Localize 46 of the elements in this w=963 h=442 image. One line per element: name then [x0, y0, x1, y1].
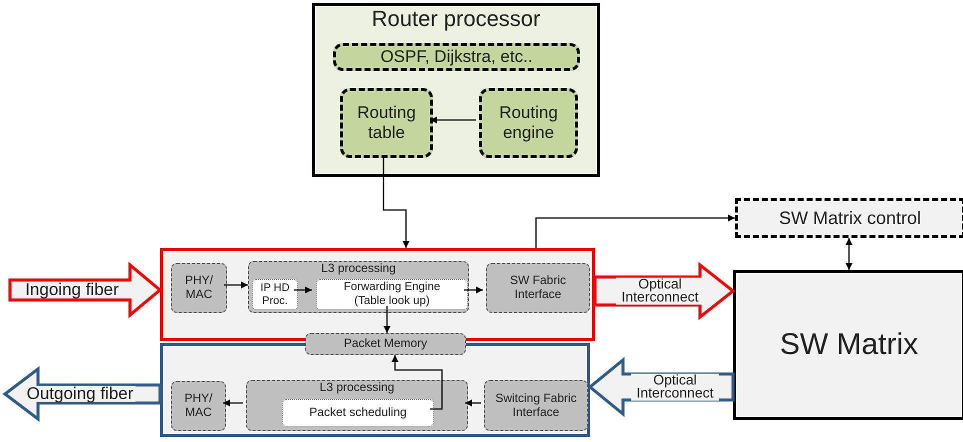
box-label: SW Matrix — [778, 328, 920, 362]
process-box — [252, 279, 298, 310]
arrow — [392, 355, 443, 410]
arrow — [223, 400, 243, 406]
process-group — [246, 380, 468, 431]
process-box — [171, 263, 227, 313]
matrix-box — [733, 270, 963, 420]
box-label: SW Fabric Interface — [508, 274, 567, 302]
box-label: Routing table — [356, 103, 417, 143]
box-label: L3 processing — [320, 262, 397, 276]
arrow — [384, 306, 390, 333]
arrow — [294, 286, 312, 294]
box-label: Packet Memory — [342, 337, 428, 351]
protocol-box — [333, 43, 580, 71]
arrow — [465, 400, 481, 406]
engine-box — [479, 88, 578, 158]
box-label: Forwarding Engine (Table look up) — [342, 281, 442, 308]
box-label: Router processor — [370, 6, 542, 32]
box-label: IP HD Proc. — [259, 282, 291, 308]
edge-label: Optical Interconnect — [631, 374, 719, 400]
box-label: SW Matrix control — [778, 208, 922, 228]
arrow — [430, 116, 476, 124]
box-label: Routing engine — [498, 103, 559, 143]
arrow — [464, 286, 483, 294]
control-box — [735, 198, 963, 238]
process-box — [316, 279, 468, 310]
arrow — [224, 282, 248, 288]
process-box — [282, 399, 434, 427]
table-box — [340, 88, 433, 158]
process-group — [248, 261, 469, 313]
process-box — [171, 381, 226, 431]
box-label: Packet scheduling — [308, 406, 408, 420]
edge-label: Optical Interconnect — [616, 278, 704, 304]
memory-box — [305, 333, 466, 355]
arrow — [535, 214, 735, 248]
arrow — [382, 155, 410, 248]
box-label: PHY/ MAC — [184, 274, 214, 302]
box-label: L3 processing — [318, 381, 396, 395]
process-box — [484, 380, 588, 431]
processor-panel — [312, 3, 600, 177]
box-label: Switcing Fabric Interface — [494, 392, 578, 420]
edge-label: Outgoing fiber — [24, 386, 136, 402]
box-label: PHY/ MAC — [183, 392, 214, 420]
process-box — [486, 263, 590, 313]
arrow — [846, 238, 852, 270]
box-label: OSPF, Dijkstra, etc.. — [379, 47, 534, 67]
